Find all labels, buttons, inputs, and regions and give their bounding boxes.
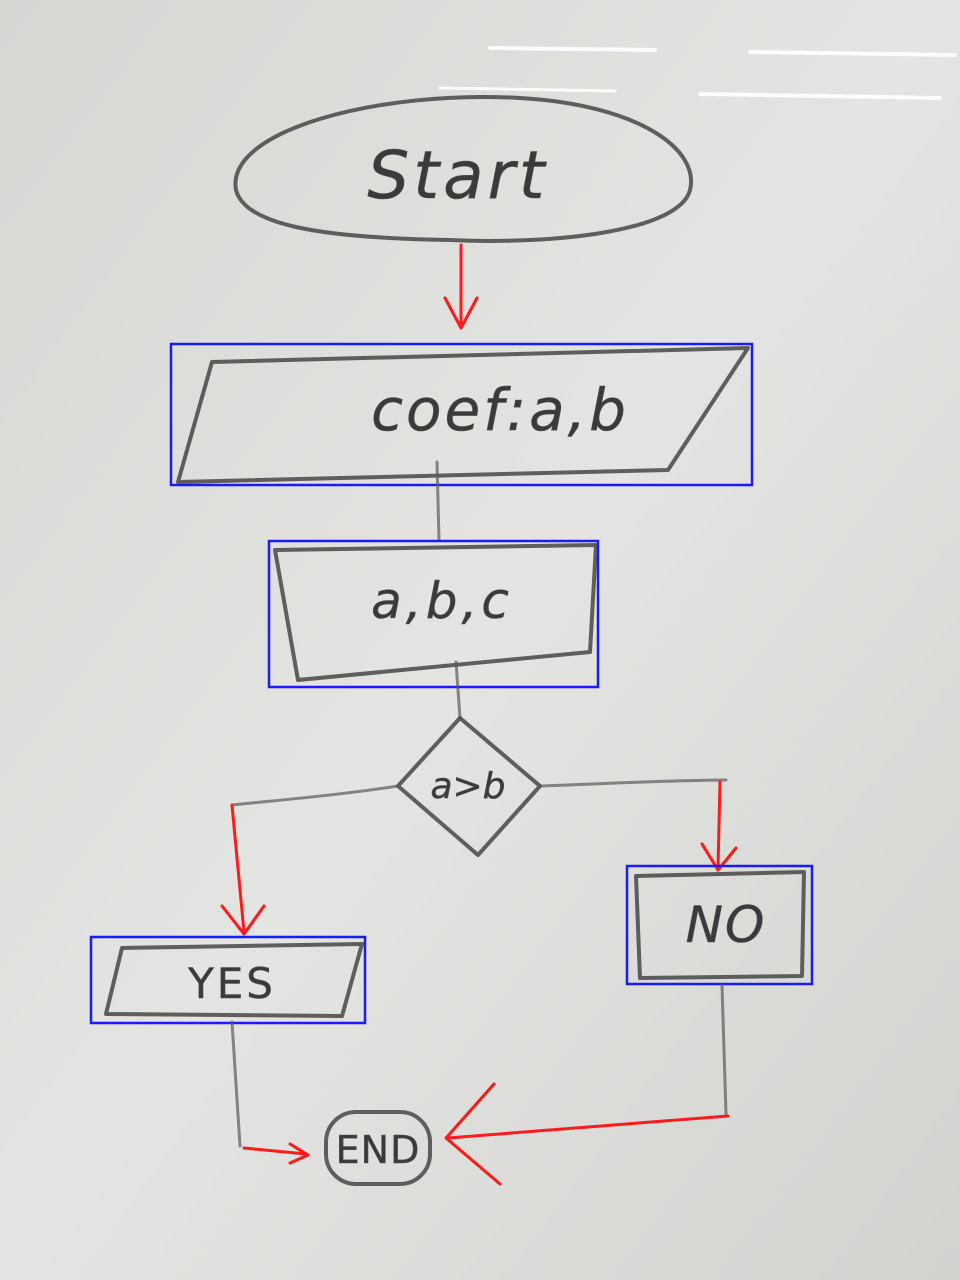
annotation-box-no [625, 864, 814, 986]
process-node: a,b,c [273, 543, 598, 682]
arrow-yes-to-end [242, 1142, 310, 1165]
decision-branches [230, 778, 728, 807]
connector-input-to-process [435, 460, 441, 542]
connector-process-to-decision [454, 660, 462, 720]
start-label: Start [367, 137, 548, 214]
end-node: END [324, 1110, 432, 1186]
decision-node: a>b [396, 716, 542, 857]
connectors-to-end [230, 983, 728, 1148]
arrow-no-to-end [444, 1082, 730, 1186]
process-label: a,b,c [371, 572, 513, 630]
end-label: END [336, 1128, 421, 1172]
annotation-box-process [267, 539, 600, 689]
yes-node: YES [104, 942, 364, 1018]
input-label: coef:a,b [371, 376, 629, 444]
arrow-decision-to-yes [220, 803, 266, 936]
light-reflections [438, 46, 957, 100]
decision-label: a>b [430, 766, 505, 807]
start-node: Start [233, 95, 694, 243]
annotation-box-yes [89, 935, 367, 1025]
input-node: coef:a,b [176, 346, 750, 484]
arrow-decision-to-no [700, 780, 738, 872]
no-label: NO [686, 896, 767, 954]
yes-label: YES [187, 959, 276, 1008]
arrow-start-to-input [443, 243, 479, 330]
no-node: NO [634, 870, 806, 980]
annotation-box-input [169, 342, 754, 487]
